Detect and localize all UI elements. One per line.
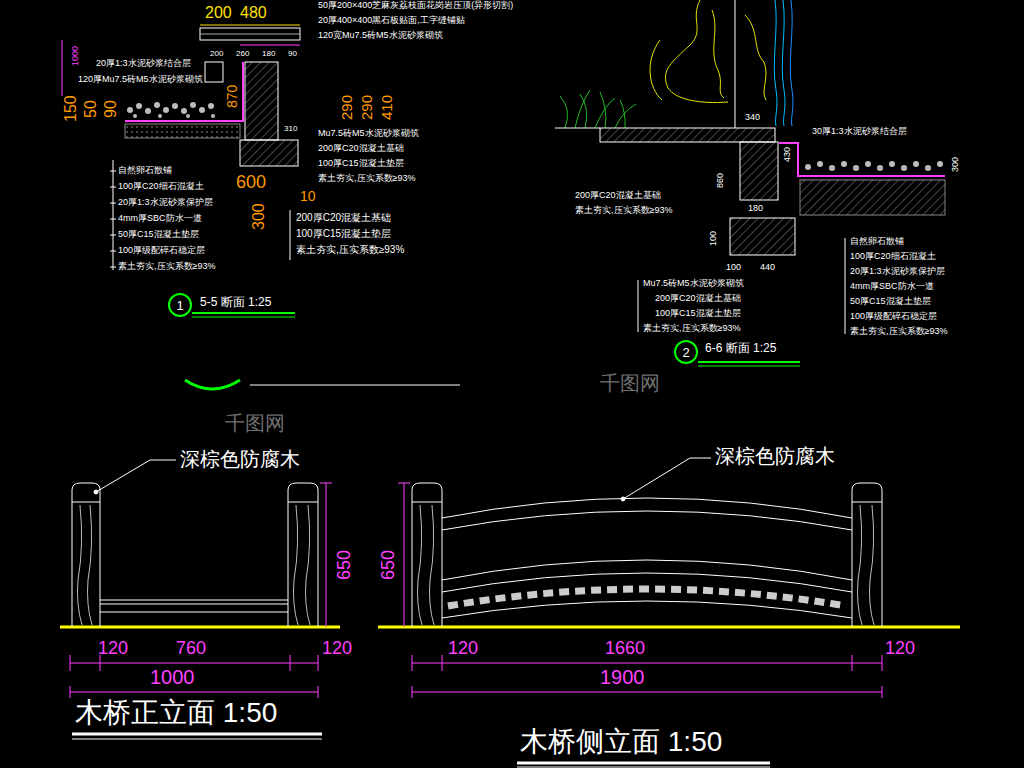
dimension: 650 <box>378 550 399 580</box>
dimension: 480 <box>240 4 267 22</box>
material-note: 200厚C20混凝土基础 <box>655 293 741 303</box>
material-note: 4mm厚SBC防水一道 <box>850 281 934 291</box>
dimension: 1900 <box>600 666 645 689</box>
dimension: 150 <box>62 95 80 122</box>
dimension: 650 <box>334 550 355 580</box>
material-note: 100厚C15混凝土垫层 <box>296 228 391 240</box>
material-note: 200厚C20混凝土基础 <box>575 190 661 200</box>
material-note: 50厚C15混凝土垫层 <box>850 296 931 306</box>
dimension: 90 <box>288 49 297 58</box>
material-note: 120厚Mu7.5砖M5水泥砂浆砌筑 <box>78 74 203 84</box>
material-note: 200厚C20混凝土基础 <box>318 143 404 153</box>
dimension: 290 <box>338 95 355 120</box>
material-note: 100厚级配碎石稳定层 <box>118 245 205 255</box>
material-note: 100厚C15混凝土垫层 <box>655 308 741 318</box>
callout-circle: 2 <box>674 340 698 364</box>
dimension: 50 <box>82 100 100 118</box>
view-title: 木桥侧立面 1:50 <box>520 726 722 758</box>
material-note: 50厚200×400芝麻灰荔枝面花岗岩压顶(异形切割) <box>318 0 513 10</box>
dimension: 120 <box>322 638 352 659</box>
material-note: 20厚1:3水泥砂浆保护层 <box>118 197 213 207</box>
dimension: 340 <box>745 112 760 122</box>
material-note: 20厚1:3水泥砂浆结合层 <box>96 58 191 68</box>
material-note: 素土夯实,压实系数≥93% <box>318 173 415 183</box>
bridge-side <box>378 458 960 767</box>
material-note: 自然卵石散铺 <box>118 165 172 175</box>
dimension: 760 <box>176 638 206 659</box>
dimension: 300 <box>950 157 960 172</box>
dimension: 440 <box>760 262 775 272</box>
material-callout: 深棕色防腐木 <box>715 445 835 468</box>
dimension: 180 <box>748 203 763 213</box>
material-note: 4mm厚SBC防水一道 <box>118 213 202 223</box>
bridge-front <box>60 460 340 739</box>
dimension: 1000 <box>70 46 80 66</box>
dimension: 1660 <box>605 638 645 659</box>
material-note: 素土夯实,压实系数≥93% <box>575 205 672 215</box>
dimension: 860 <box>715 173 725 188</box>
material-note: 自然卵石散铺 <box>850 236 904 246</box>
dimension: 1000 <box>150 666 195 689</box>
dimension: 100 <box>708 231 718 246</box>
dimension: 120 <box>98 638 128 659</box>
material-note: 200厚C20混凝土基础 <box>296 212 391 224</box>
material-note: Mu7.5砖M5水泥砂浆砌筑 <box>643 278 744 288</box>
section-title: 5-5 断面 1:25 <box>200 296 271 310</box>
material-note: 100厚C15混凝土垫层 <box>318 158 404 168</box>
material-note: Mu7.5砖M5水泥砂浆砌筑 <box>318 128 419 138</box>
callout-circle: 1 <box>168 293 192 317</box>
dimension: 290 <box>358 95 375 120</box>
section-title: 6-6 断面 1:25 <box>705 342 776 356</box>
material-note: 素土夯实,压实系数≥93% <box>296 244 404 256</box>
material-note: 120宽Mu7.5砖M5水泥砂浆砌筑 <box>318 30 443 40</box>
dimension: 410 <box>378 95 395 120</box>
material-note: 素土夯实,压实系数≥93% <box>643 323 740 333</box>
material-note: 100厚C20细石混凝土 <box>850 251 936 261</box>
dimension: 260 <box>236 49 249 58</box>
dimension: 90 <box>102 100 120 118</box>
material-note: 30厚1:3水泥砂浆结合层 <box>812 126 907 136</box>
callout-number: 2 <box>682 346 689 359</box>
material-callout: 深棕色防腐木 <box>180 448 300 471</box>
material-note: 素土夯实,压实系数≥93% <box>118 261 215 271</box>
material-note: 20厚1:3水泥砂浆保护层 <box>850 266 945 276</box>
dimension: 200 <box>210 49 223 58</box>
dimension: 430 <box>782 147 792 162</box>
material-note: 素土夯实,压实系数≥93% <box>850 326 947 336</box>
dimension: 200 <box>205 4 232 22</box>
dimension: 120 <box>448 638 478 659</box>
dimension: 120 <box>885 638 915 659</box>
dimension: 10 <box>300 188 316 204</box>
watermark: 千图网 <box>225 412 285 435</box>
dimension: 300 <box>250 203 268 230</box>
dimension: 100 <box>726 262 741 272</box>
view-title: 木桥正立面 1:50 <box>75 697 277 729</box>
dimension: 180 <box>262 49 275 58</box>
material-note: 100厚C20细石混凝土 <box>118 181 204 191</box>
material-note: 50厚C15混凝土垫层 <box>118 229 199 239</box>
dimension: 600 <box>236 172 266 193</box>
dimension: 870 <box>224 85 240 108</box>
section-6-6 <box>555 0 945 366</box>
material-note: 20厚400×400黑石板贴面,工字缝铺贴 <box>318 15 465 25</box>
section-5-5 <box>62 25 300 317</box>
watermark: 千图网 <box>600 372 660 395</box>
callout-number: 1 <box>176 299 183 312</box>
dimension: 310 <box>284 124 297 133</box>
material-note: 100厚级配碎石稳定层 <box>850 311 937 321</box>
